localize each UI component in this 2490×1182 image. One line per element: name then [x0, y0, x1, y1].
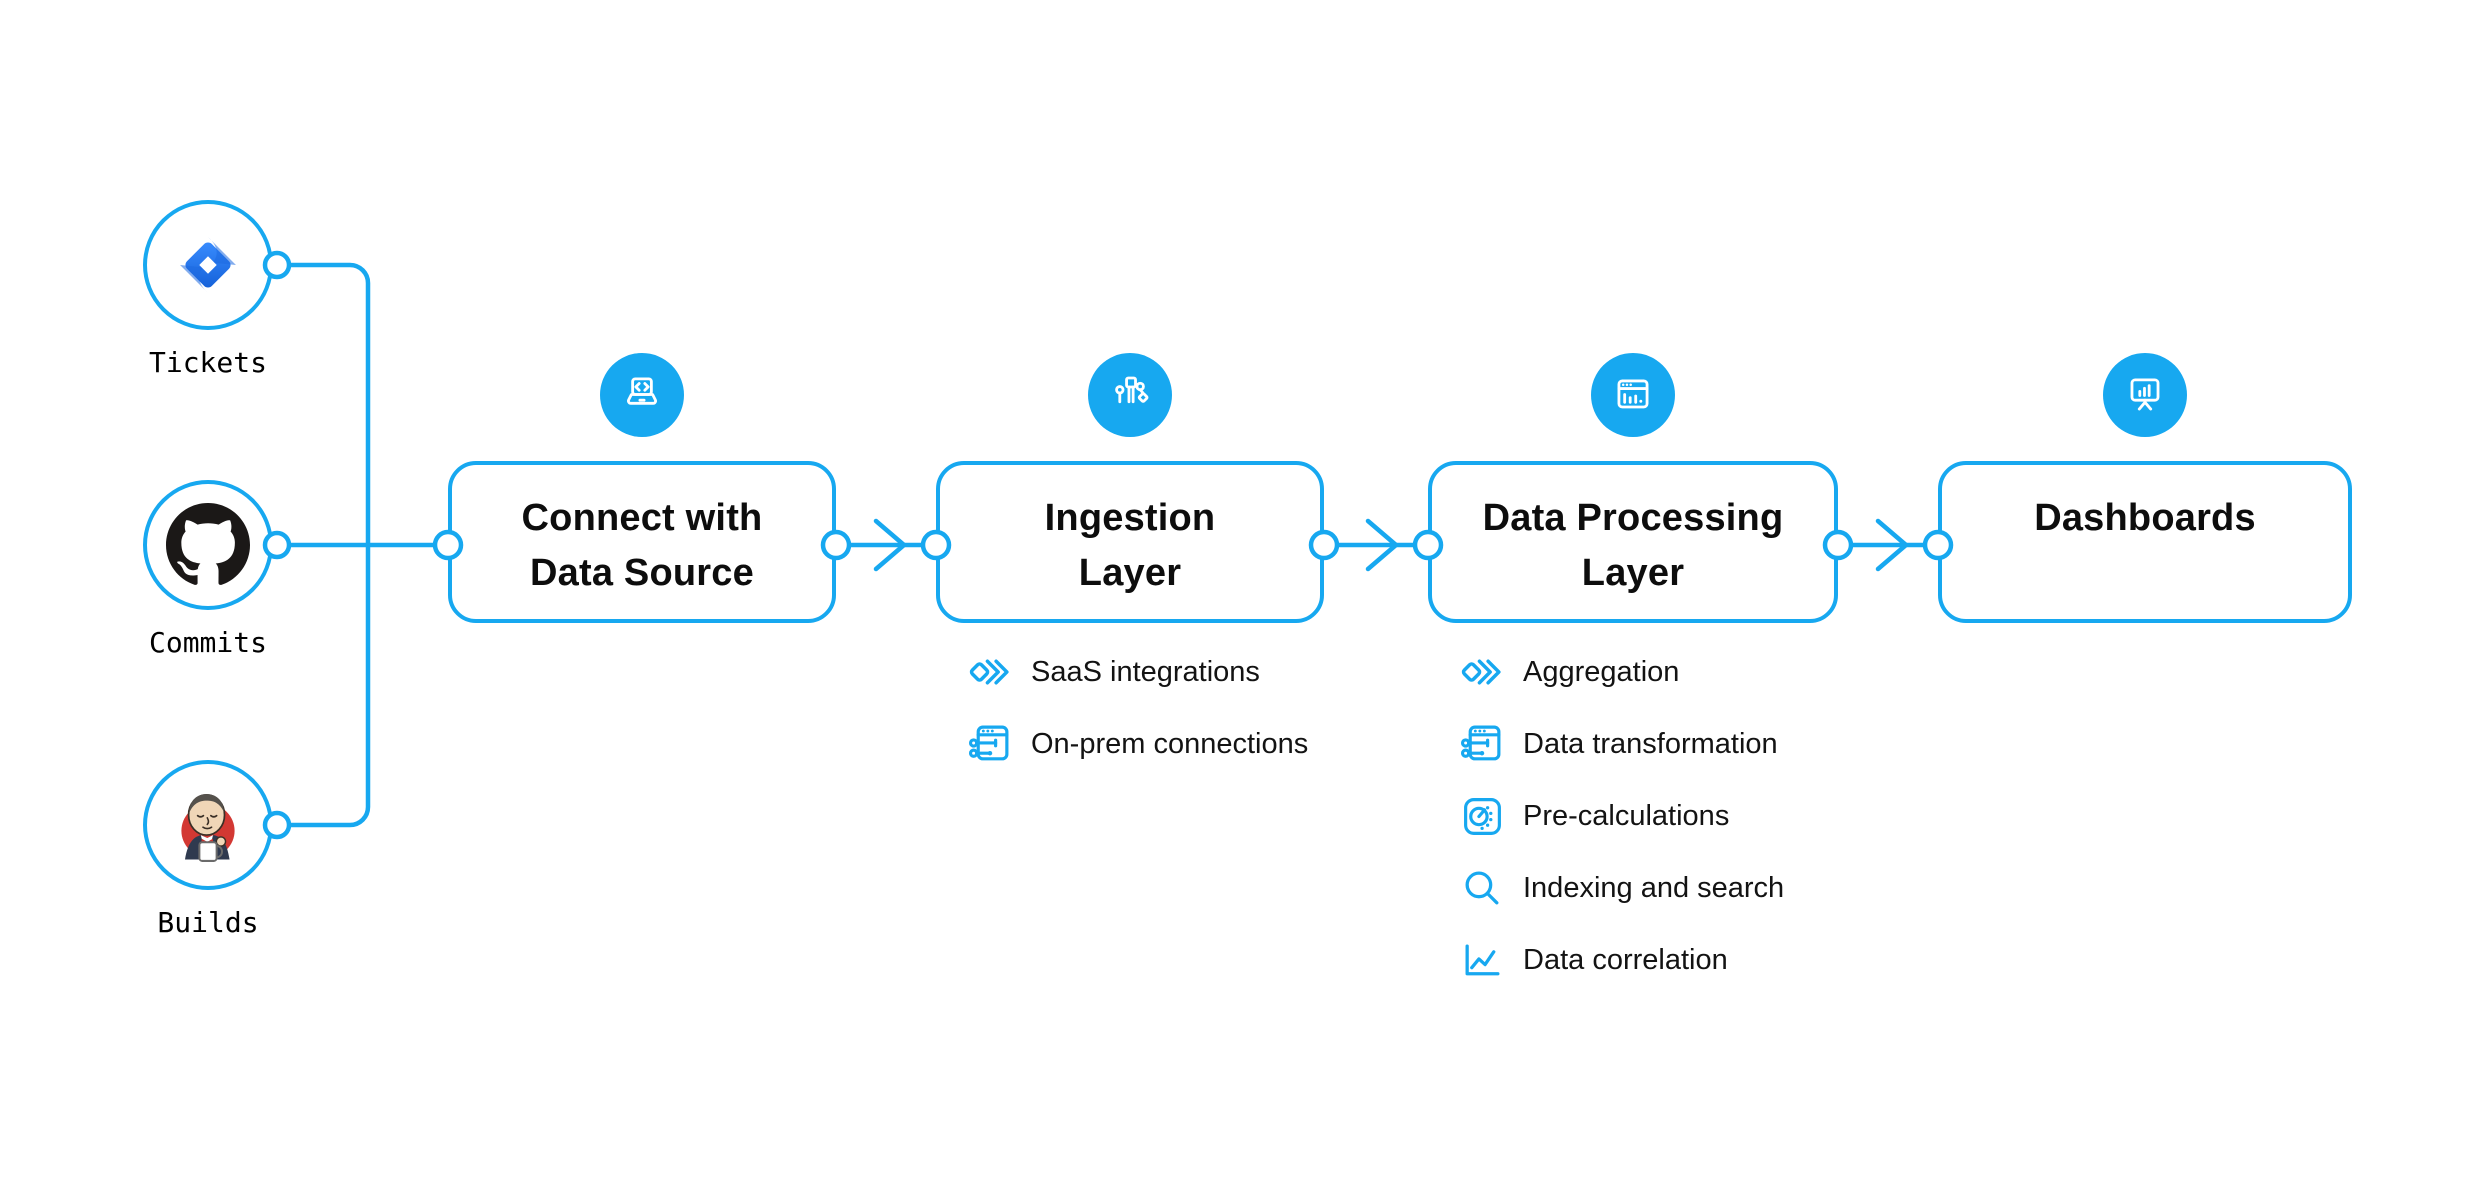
source-commits — [143, 480, 273, 610]
list-item: SaaS integrations — [968, 650, 1308, 695]
step-box-dashboards: Dashboards — [1938, 461, 2352, 623]
step-icon-connect — [600, 353, 684, 437]
search-icon — [1465, 871, 1499, 905]
feature-label: SaaS integrations — [1031, 656, 1260, 688]
jira-icon — [180, 237, 236, 293]
source-label-commits: Commits — [148, 626, 267, 659]
browser-chart-icon — [1617, 379, 1649, 409]
step-title-line: Ingestion — [1044, 497, 1216, 539]
arrowhead-icon — [873, 518, 907, 572]
list-item: Pre-calculations — [1460, 794, 1784, 839]
list-item: On-prem connections — [968, 722, 1308, 767]
step-title: Data Processing Layer — [1432, 465, 1834, 619]
step-title-line: Layer — [1581, 552, 1685, 594]
jenkins-icon — [181, 793, 235, 862]
feature-label: On-prem connections — [1031, 728, 1309, 760]
list-item: Aggregation — [1460, 650, 1784, 695]
step-box-ingestion: Ingestion Layer — [936, 461, 1324, 623]
list-item: Indexing and search — [1460, 866, 1784, 911]
step-box-connect: Connect with Data Source — [448, 461, 836, 623]
feature-label: Data transformation — [1523, 728, 1778, 760]
step-title-line: Connect with — [521, 497, 763, 539]
step-title: Dashboards — [1942, 465, 2348, 619]
step-title-line: Dashboards — [2034, 497, 2256, 539]
circuit-branches-icon — [1115, 376, 1149, 404]
feature-label: Pre-calculations — [1523, 800, 1730, 832]
sliders-window-icon — [968, 725, 1009, 761]
sliders-window-icon — [1460, 725, 1501, 761]
step-icon-dashboards — [2103, 353, 2187, 437]
step-title: Connect with Data Source — [452, 465, 832, 619]
feature-label: Indexing and search — [1523, 872, 1785, 904]
ingestion-feature-list: SaaS integrations On-prem connections — [968, 650, 1308, 794]
diamonds-icon — [969, 659, 1009, 685]
source-label-builds: Builds — [157, 906, 259, 939]
line-chart-icon — [1465, 944, 1500, 976]
step-title-line: Data Processing — [1482, 497, 1784, 539]
github-icon — [166, 503, 250, 585]
list-item: Data transformation — [1460, 722, 1784, 767]
step-box-processing: Data Processing Layer — [1428, 461, 1838, 623]
list-item: Data correlation — [1460, 938, 1784, 983]
source-builds — [143, 760, 273, 890]
step-icon-processing — [1591, 353, 1675, 437]
laptop-code-icon — [627, 377, 657, 405]
gauge-icon — [1464, 798, 1501, 835]
step-icon-ingestion — [1088, 353, 1172, 437]
presentation-chart-icon — [2130, 378, 2160, 411]
diamonds-icon — [1461, 659, 1501, 685]
processing-feature-list: Aggregation Data transformation — [1460, 650, 1784, 1010]
feature-label: Aggregation — [1523, 656, 1680, 688]
step-title-line: Data Source — [530, 552, 754, 594]
source-label-tickets: Tickets — [148, 346, 267, 379]
feature-label: Data correlation — [1523, 944, 1728, 976]
source-tickets — [143, 200, 273, 330]
step-title-line: Layer — [1078, 552, 1182, 594]
arrowhead-icon — [1365, 518, 1399, 572]
arrowhead-icon — [1875, 518, 1909, 572]
step-title: Ingestion Layer — [940, 465, 1320, 619]
